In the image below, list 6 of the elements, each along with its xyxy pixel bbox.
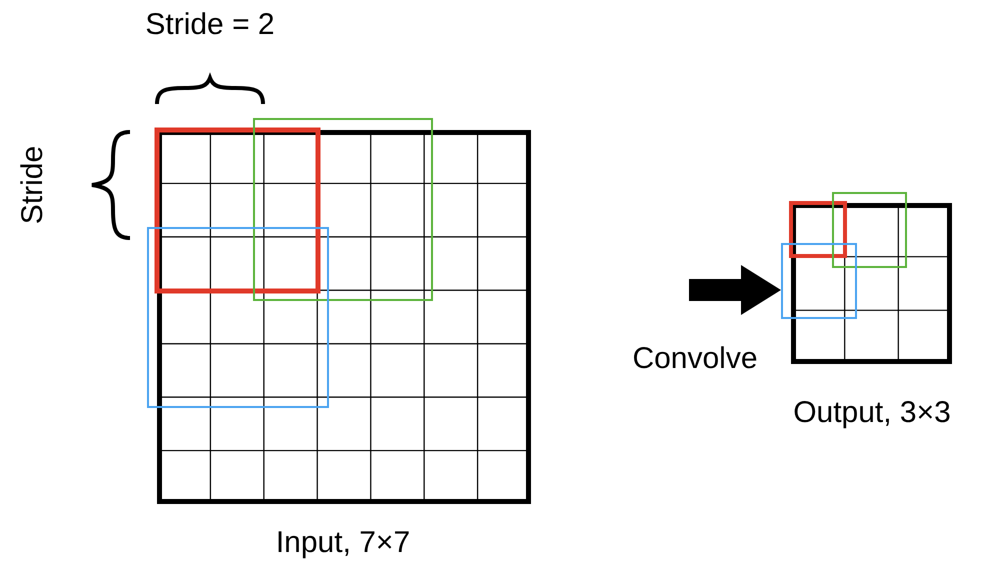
grid-drawing bbox=[147, 118, 531, 504]
grid-drawing bbox=[781, 192, 952, 364]
grid-caption: Output, 3×3 bbox=[793, 398, 951, 428]
stride-label: Stride bbox=[18, 146, 48, 224]
grid-caption: Input, 7×7 bbox=[276, 528, 410, 558]
stride-label: Stride = 2 bbox=[145, 10, 275, 40]
